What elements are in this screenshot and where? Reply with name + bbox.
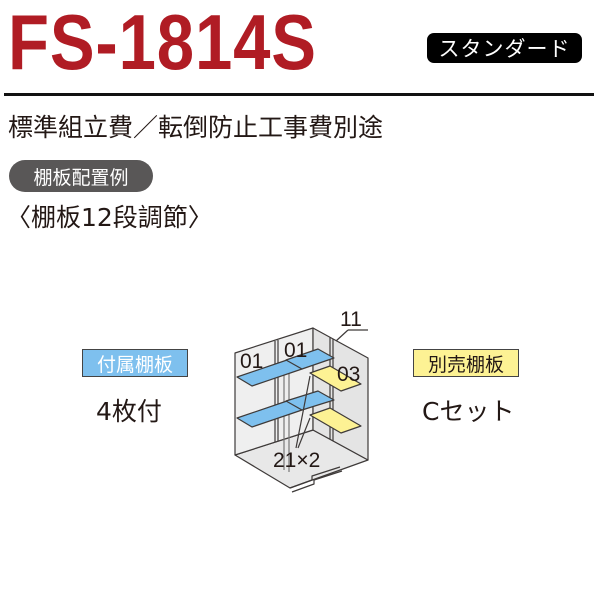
label-bottom-callout: 21×2: [273, 449, 320, 472]
label-shelf-left: 01: [240, 350, 263, 373]
shelf-layout-pill: 棚板配置例: [9, 160, 153, 192]
label-shelf-right: 03: [337, 363, 360, 386]
cost-note: 標準組立費／転倒防止工事費別途: [8, 113, 384, 142]
label-top-callout: 11: [340, 308, 362, 331]
model-number: FS-1814S: [8, 0, 317, 86]
optional-shelves-set: Cセット: [422, 397, 515, 426]
label-shelf-middle: 01: [284, 339, 307, 362]
divider: [4, 93, 594, 96]
shelf-adjustment-note: 〈棚板12段調節〉: [6, 203, 213, 232]
optional-shelves-tag: 別売棚板: [413, 349, 519, 377]
included-shelves-tag: 付属棚板: [82, 349, 188, 377]
included-shelves-count: 4枚付: [96, 397, 162, 426]
grade-badge: スタンダード: [427, 33, 582, 63]
